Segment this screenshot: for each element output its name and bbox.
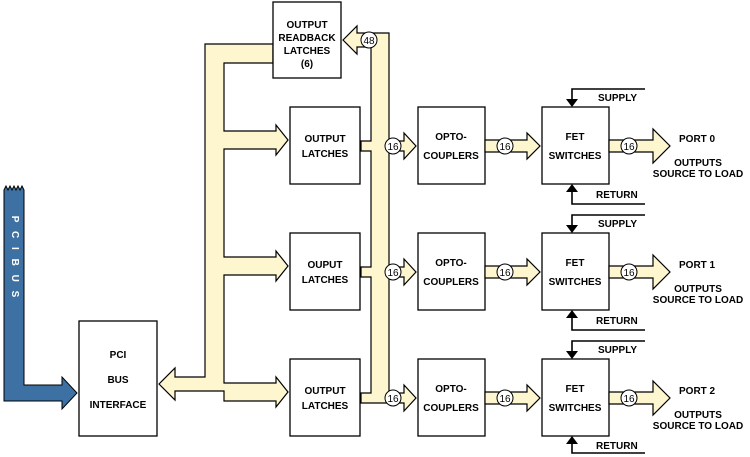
svg-text:RETURN: RETURN xyxy=(596,316,638,327)
svg-text:16: 16 xyxy=(387,394,399,405)
svg-text:SUPPLY: SUPPLY xyxy=(598,345,637,356)
port-label: PORT 1 xyxy=(679,260,716,271)
fet-width-badge: 16 xyxy=(620,137,638,155)
svg-text:OPTO-: OPTO- xyxy=(435,132,466,143)
pci-bus: P C I B U S xyxy=(3,184,78,411)
output-latches-block: OUPUT LATCHES xyxy=(289,232,361,311)
opto-width-badge: 16 xyxy=(496,389,514,407)
source-to-load-label: SOURCE TO LOAD xyxy=(653,169,743,180)
svg-text:OUPUT: OUPUT xyxy=(308,260,343,271)
svg-text:16: 16 xyxy=(387,268,399,279)
readback-latches-block: OUTPUT READBACK LATCHES (6) xyxy=(272,1,342,79)
svg-text:OPTO-: OPTO- xyxy=(435,258,466,269)
svg-text:16: 16 xyxy=(499,142,511,153)
svg-text:16: 16 xyxy=(387,142,399,153)
fet-width-badge: 16 xyxy=(620,389,638,407)
svg-text:LATCHES: LATCHES xyxy=(302,401,349,412)
supply-line: SUPPLY xyxy=(566,214,645,233)
readback-line3: LATCHES xyxy=(284,46,331,57)
channel-2: OUTPUT LATCHES 16 OPTO- COUPLERS 16 FET … xyxy=(289,340,743,454)
latch-width-badge: 16 xyxy=(384,263,402,281)
svg-text:COUPLERS: COUPLERS xyxy=(423,277,479,288)
return-line: RETURN xyxy=(566,184,645,205)
pci-bus-interface-block: PCI BUS INTERFACE xyxy=(78,320,158,437)
readback-line1: OUTPUT xyxy=(286,20,327,31)
svg-text:SUPPLY: SUPPLY xyxy=(598,219,637,230)
svg-text:RETURN: RETURN xyxy=(596,441,638,452)
supply-line: SUPPLY xyxy=(566,88,645,107)
output-latches-block: OUTPUT LATCHES xyxy=(289,106,361,185)
svg-text:SUPPLY: SUPPLY xyxy=(598,93,637,104)
interface-line3: INTERFACE xyxy=(90,400,147,411)
optocouplers-block: OPTO- COUPLERS xyxy=(417,358,486,437)
fet-switches-block: FET SWITCHES xyxy=(541,106,610,185)
supply-line: SUPPLY xyxy=(566,340,645,359)
svg-text:16: 16 xyxy=(623,268,635,279)
svg-text:FET: FET xyxy=(566,258,585,269)
svg-text:FET: FET xyxy=(566,384,585,395)
latch-width-badge: 16 xyxy=(384,137,402,155)
interface-line2: BUS xyxy=(107,375,128,386)
svg-text:16: 16 xyxy=(499,394,511,405)
channel-1: OUPUT LATCHES 16 OPTO- COUPLERS 16 FET S… xyxy=(289,214,743,331)
outputs-label: OUTPUTS xyxy=(674,284,722,295)
svg-text:16: 16 xyxy=(623,394,635,405)
svg-text:SWITCHES: SWITCHES xyxy=(549,403,602,414)
fet-width-badge: 16 xyxy=(620,263,638,281)
svg-text:RETURN: RETURN xyxy=(596,190,638,201)
channel-0: OUTPUT LATCHES 16 OPTO- COUPLERS 16 FET … xyxy=(289,88,743,205)
port-output-arrow xyxy=(608,379,671,417)
svg-text:OPTO-: OPTO- xyxy=(435,384,466,395)
opto-width-badge: 16 xyxy=(496,137,514,155)
port-label: PORT 0 xyxy=(679,134,716,145)
interface-line1: PCI xyxy=(110,350,127,361)
svg-text:SWITCHES: SWITCHES xyxy=(549,277,602,288)
svg-text:LATCHES: LATCHES xyxy=(302,275,349,286)
latch-width-badge: 16 xyxy=(384,389,402,407)
svg-text:LATCHES: LATCHES xyxy=(302,149,349,160)
svg-text:SWITCHES: SWITCHES xyxy=(549,151,602,162)
fet-switches-block: FET SWITCHES xyxy=(541,358,610,437)
return-line: RETURN xyxy=(566,436,645,454)
source-to-load-label: SOURCE TO LOAD xyxy=(653,295,743,306)
fet-switches-block: FET SWITCHES xyxy=(541,232,610,311)
readback-width-badge: 48 xyxy=(360,31,378,49)
readback-line4: (6) xyxy=(301,59,313,70)
source-to-load-label: SOURCE TO LOAD xyxy=(653,421,743,432)
opto-width-badge: 16 xyxy=(496,263,514,281)
svg-text:16: 16 xyxy=(623,142,635,153)
main-bus xyxy=(158,43,289,409)
svg-text:16: 16 xyxy=(499,268,511,279)
svg-text:48: 48 xyxy=(363,36,375,47)
port-output-arrow xyxy=(608,127,671,165)
outputs-label: OUTPUTS xyxy=(674,158,722,169)
svg-text:OUTPUT: OUTPUT xyxy=(304,134,345,145)
readback-bus xyxy=(342,24,417,413)
outputs-label: OUTPUTS xyxy=(674,410,722,421)
pci-bus-label: P C I B U S xyxy=(9,216,20,301)
return-line: RETURN xyxy=(566,310,645,331)
port-output-arrow xyxy=(608,253,671,291)
optocouplers-block: OPTO- COUPLERS xyxy=(417,106,486,185)
svg-text:COUPLERS: COUPLERS xyxy=(423,403,479,414)
svg-text:OUTPUT: OUTPUT xyxy=(304,386,345,397)
svg-text:COUPLERS: COUPLERS xyxy=(423,151,479,162)
optocouplers-block: OPTO- COUPLERS xyxy=(417,232,486,311)
readback-line2: READBACK xyxy=(278,33,336,44)
output-latches-block: OUTPUT LATCHES xyxy=(289,358,361,437)
port-label: PORT 2 xyxy=(679,386,716,397)
svg-text:FET: FET xyxy=(566,132,585,143)
